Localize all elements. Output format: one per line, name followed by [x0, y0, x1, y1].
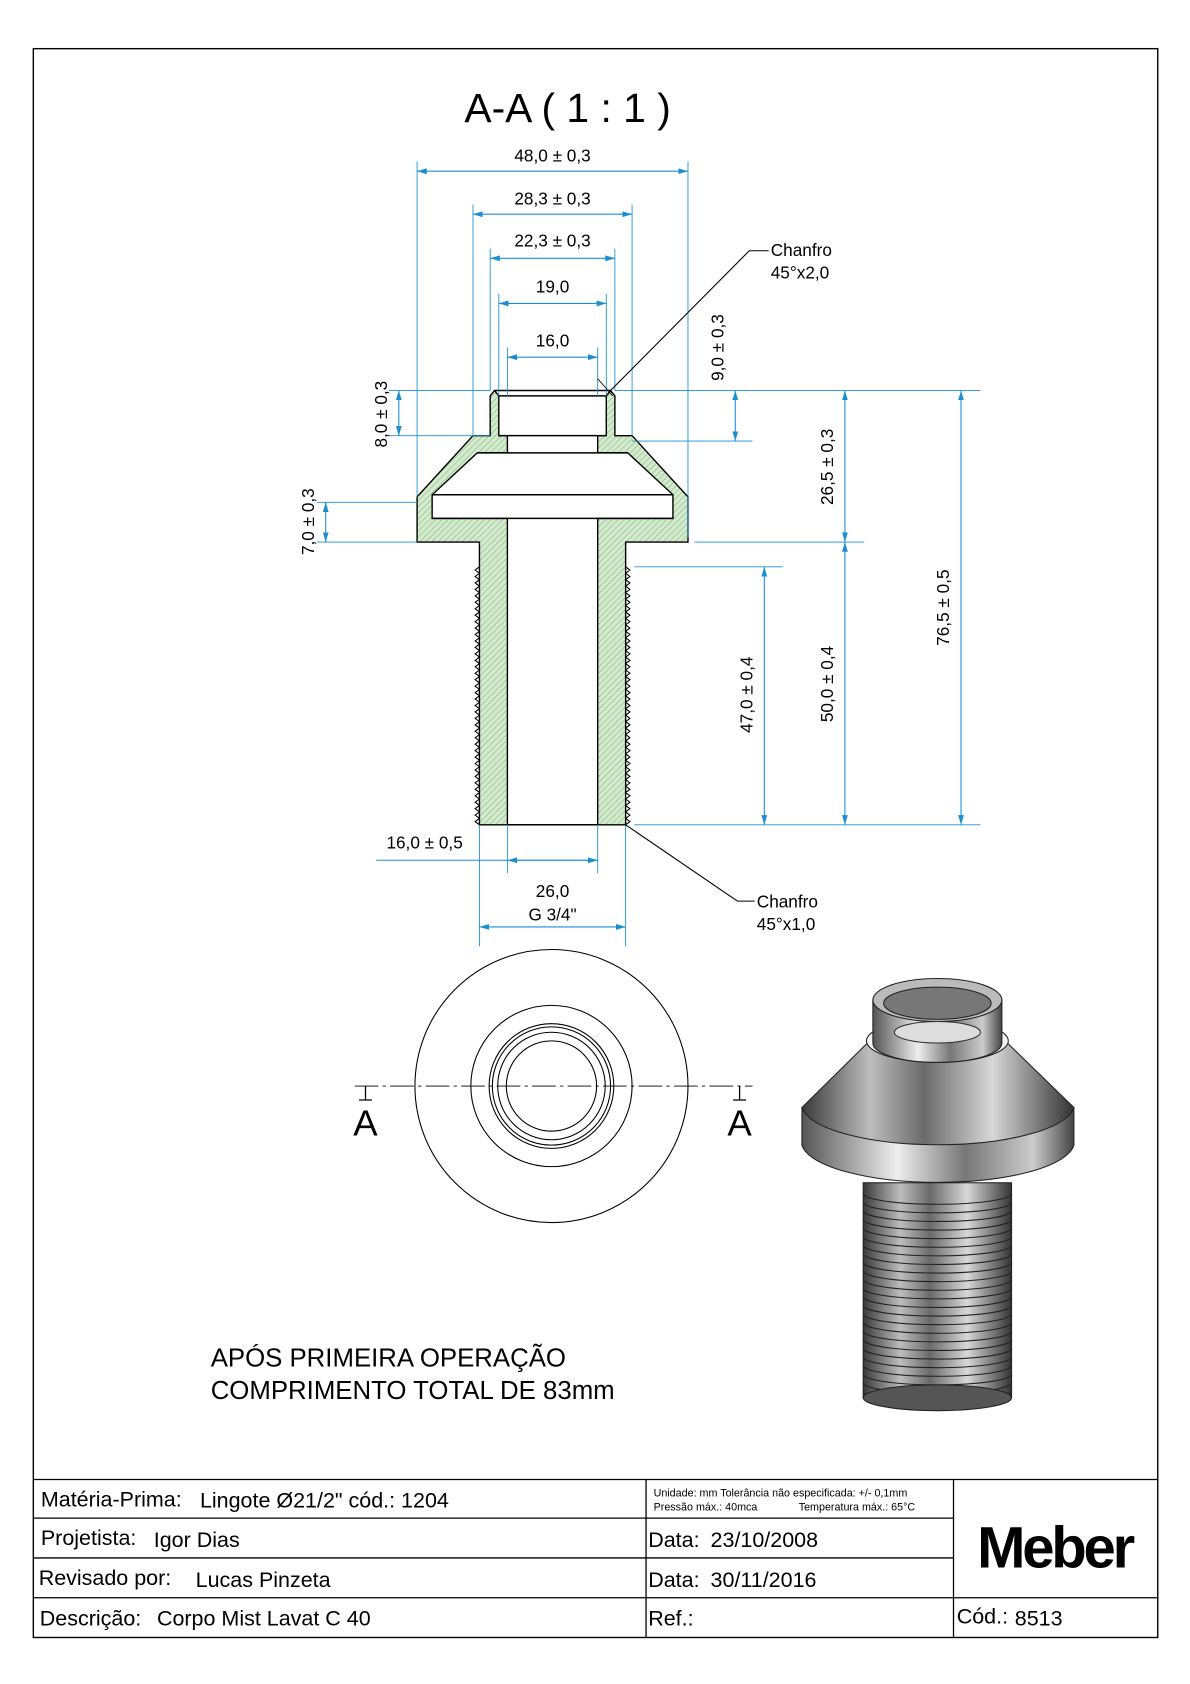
meber-logo: Meber — [977, 1516, 1134, 1581]
chamfer-bottom-label: Chanfro — [757, 892, 818, 912]
thread-ring — [862, 1339, 1013, 1351]
materia-label: Matéria-Prima: — [41, 1487, 182, 1511]
thread-ring — [862, 1296, 1013, 1308]
thread-ring — [862, 1348, 1013, 1360]
spec-line-2a: Pressão máx.: 40mca — [654, 1502, 758, 1514]
spec-line-1: Unidade: mm Tolerância não especificada:… — [654, 1488, 908, 1500]
thread-ring — [862, 1305, 1013, 1317]
cod-label: Cód.: — [957, 1605, 1008, 1629]
thread-ring — [862, 1356, 1013, 1369]
chamfer-callout-top: Chanfro 45°x2,0 — [597, 240, 832, 397]
section-title: A-A ( 1 : 1 ) — [464, 85, 670, 131]
dim-48: 48,0 ± 0,3 — [514, 146, 590, 166]
thread-ring — [862, 1313, 1013, 1326]
data2-label: Data: — [648, 1568, 699, 1592]
thread-ring — [862, 1227, 1013, 1240]
dim-19: 19,0 — [536, 277, 569, 297]
dim-76-5: 76,5 ± 0,5 — [933, 569, 953, 645]
thread-ring — [862, 1253, 1013, 1265]
dim-thread: G 3/4" — [528, 904, 576, 924]
dim-7: 7,0 ± 0,3 — [298, 488, 318, 555]
chamfer-callout-bottom: Chanfro 45°x1,0 — [625, 824, 818, 934]
title-block: Matéria-Prima: Lingote Ø21/2" cód.: 1204… — [33, 1478, 1158, 1638]
dim-26-5: 26,5 ± 0,3 — [817, 429, 837, 505]
dimension-lines — [322, 168, 964, 930]
projetista-label: Projetista: — [41, 1526, 137, 1550]
thread-ring — [862, 1322, 1013, 1334]
note-line-2: COMPRIMENTO TOTAL DE 83mm — [211, 1377, 615, 1405]
thread-profile-left — [474, 566, 481, 826]
thread-ring — [862, 1270, 1013, 1283]
revisado-value: Lucas Pinzeta — [196, 1568, 331, 1592]
materia-value: Lingote Ø21/2" cód.: 1204 — [200, 1488, 449, 1512]
thread-ring — [862, 1210, 1013, 1222]
thread-profile-right — [624, 566, 631, 826]
isometric-render — [801, 977, 1075, 1412]
section-hatch-right — [596, 389, 689, 826]
section-marker-left: A — [353, 1102, 378, 1143]
dim-8: 8,0 ± 0,3 — [371, 381, 391, 448]
chamfer-top-label: Chanfro — [771, 240, 832, 260]
thread-ring — [862, 1262, 1013, 1274]
dimension-texts: 48,0 ± 0,3 28,3 ± 0,3 22,3 ± 0,3 19,0 16… — [298, 146, 953, 925]
descricao-label: Descrição: — [40, 1607, 141, 1631]
chamfer-bottom-value: 45°x1,0 — [757, 914, 815, 934]
dim-50: 50,0 ± 0,4 — [817, 645, 837, 722]
section-hatch-left — [416, 389, 509, 826]
dim-26: 26,0 — [536, 881, 569, 901]
projetista-value: Igor Dias — [154, 1528, 240, 1552]
thread-ring — [862, 1330, 1013, 1343]
data2-value: 30/11/2016 — [711, 1568, 817, 1592]
dim-16: 16,0 — [536, 330, 569, 350]
ref-label: Ref.: — [648, 1607, 693, 1631]
revisado-label: Revisado por: — [39, 1566, 172, 1590]
thread-ring — [862, 1279, 1013, 1291]
data1-label: Data: — [648, 1528, 699, 1552]
thread-ring — [862, 1219, 1013, 1231]
extension-lines — [317, 161, 981, 947]
section-marker-right: A — [727, 1102, 752, 1143]
dim-28-3: 28,3 ± 0,3 — [514, 189, 590, 209]
dim-bottom-16: 16,0 ± 0,5 — [386, 832, 462, 852]
dim-22-3: 22,3 ± 0,3 — [514, 230, 590, 250]
note-line-1: APÓS PRIMEIRA OPERAÇÃO — [211, 1344, 566, 1373]
top-view — [354, 948, 753, 1224]
thread-ring — [862, 1365, 1013, 1377]
section-view — [416, 389, 689, 826]
thread-ring — [862, 1236, 1013, 1248]
thread-ring — [862, 1287, 1013, 1300]
spec-line-2b: Temperatura máx.: 65°C — [799, 1502, 916, 1514]
data1-value: 23/10/2008 — [711, 1528, 819, 1552]
dim-9: 9,0 ± 0,3 — [707, 314, 727, 381]
descricao-value: Corpo Mist Lavat C 40 — [157, 1607, 371, 1631]
dim-47: 47,0 ± 0,4 — [736, 656, 756, 733]
chamfer-top-value: 45°x2,0 — [771, 263, 829, 283]
thread-ring — [862, 1201, 1013, 1214]
drawing-frame — [32, 47, 1159, 1639]
thread-ring — [862, 1193, 1013, 1205]
cod-value: 8513 — [1015, 1607, 1063, 1631]
thread-ring — [862, 1244, 1013, 1257]
